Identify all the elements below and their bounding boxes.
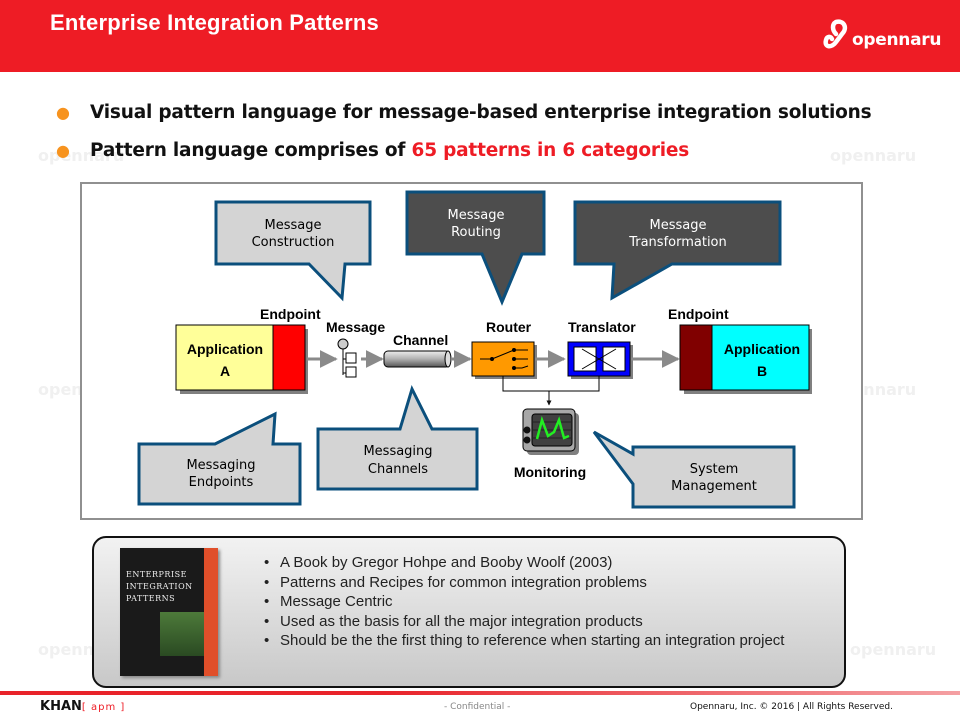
callout-text: System (690, 462, 738, 477)
footer-divider (0, 691, 960, 695)
book-cover-stripe (204, 548, 218, 676)
book-cover-title: ENTERPRISE (126, 570, 187, 579)
footer-confidential: - Confidential - (444, 702, 511, 712)
router-icon (471, 341, 537, 379)
channel-pipe-icon (383, 350, 452, 368)
callout-message-routing: Message Routing (405, 190, 546, 306)
book-cover-photo (160, 612, 204, 656)
callout-message-transformation: Message Transformation (573, 200, 782, 301)
application-b: Application B (679, 324, 812, 394)
router-label: Router (486, 319, 532, 335)
book-info-item: Message Centric (264, 593, 784, 613)
app-a-label: Application (187, 341, 263, 357)
watermark: opennaru (38, 146, 125, 165)
callout-messaging-channels: Messaging Channels (316, 384, 479, 491)
watermark: opennaru (850, 640, 937, 659)
eip-diagram-svg: Message Construction Message Routing Mes… (137, 190, 812, 509)
monitoring-icon (522, 408, 579, 455)
endpoint-label: Endpoint (260, 306, 321, 322)
app-b-label: B (757, 363, 767, 379)
book-info-item: Used as the basis for all the major inte… (264, 613, 784, 633)
book-cover-title: PATTERNS (126, 594, 176, 603)
app-b-label: Application (724, 341, 800, 357)
callout-text: Channels (368, 462, 428, 477)
translator-label: Translator (568, 319, 636, 335)
header-bar: Enterprise Integration Patterns opennaru (0, 0, 960, 72)
app-a-label: A (220, 363, 230, 379)
message-icon (337, 338, 357, 378)
book-panel: ENTERPRISE INTEGRATION PATTERNS A Book b… (92, 536, 846, 688)
bullet-text: Visual pattern language for message-base… (90, 102, 872, 123)
logo-text: opennaru (852, 30, 942, 50)
book-info-item: Should be the the first thing to referen… (264, 632, 784, 652)
callout-text: Messaging (363, 444, 432, 459)
application-a: Application A (175, 324, 308, 394)
book-info-item: Patterns and Recipes for common integrat… (264, 574, 784, 594)
callout-system-management: System Management (592, 430, 796, 509)
footer-brand: KHAN[ apm ] (40, 699, 125, 714)
endpoint-label: Endpoint (668, 306, 729, 322)
monitoring-label: Monitoring (514, 464, 586, 480)
bullet-dot-icon: ● (56, 103, 70, 122)
opennaru-logo: opennaru (822, 18, 952, 58)
page-title: Enterprise Integration Patterns (50, 10, 379, 35)
bullet-text: Pattern language comprises of (90, 140, 412, 161)
footer-copyright: Opennaru, Inc. © 2016 | All Rights Reser… (690, 702, 893, 712)
eip-diagram: Message Construction Message Routing Mes… (80, 182, 863, 520)
callout-text: Transformation (628, 235, 727, 250)
callout-message-construction: Message Construction (214, 200, 372, 302)
message-label: Message (326, 319, 385, 335)
book-info-list: A Book by Gregor Hohpe and Booby Woolf (… (264, 554, 784, 652)
channel-label: Channel (393, 332, 448, 348)
opennaru-logo-icon (823, 19, 848, 49)
callout-text: Message (650, 218, 707, 233)
callout-text: Message (448, 208, 505, 223)
book-cover-image: ENTERPRISE INTEGRATION PATTERNS (120, 548, 218, 676)
footer-brand-suffix: [ apm ] (81, 702, 126, 713)
footer-brand-name: KHAN (40, 699, 82, 714)
book-cover-title: INTEGRATION (126, 582, 193, 591)
callout-text: Construction (252, 235, 335, 250)
callout-text: Endpoints (189, 475, 254, 490)
book-info-item: A Book by Gregor Hohpe and Booby Woolf (… (264, 554, 784, 574)
watermark: opennaru (830, 146, 917, 165)
callout-messaging-endpoints: Messaging Endpoints (137, 411, 302, 506)
translator-icon (567, 341, 633, 379)
callout-text: Management (671, 479, 757, 494)
bullet-dot-icon: ● (56, 141, 70, 160)
monitoring-connector (502, 376, 600, 392)
callout-text: Message (265, 218, 322, 233)
callout-text: Messaging (186, 458, 255, 473)
callout-text: Routing (451, 225, 501, 240)
bullet-highlight: 65 patterns in 6 categories (411, 140, 690, 161)
